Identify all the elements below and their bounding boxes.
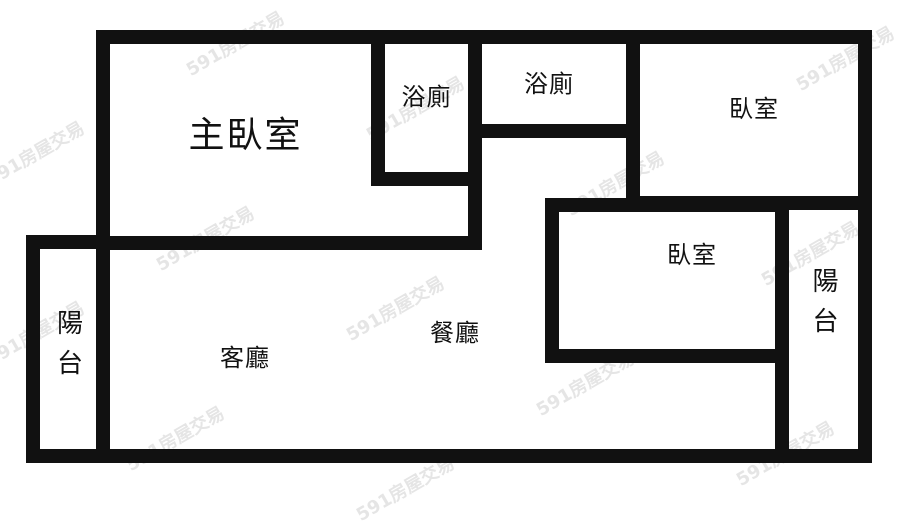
room-bathroom-2: 浴廁 [482,44,626,118]
watermark: 591房屋交易 [0,117,89,191]
room-label: 主臥室 [188,115,303,156]
room-label: 臥室 [729,94,779,123]
room-label: 浴廁 [401,82,452,111]
outer-wall-top [96,30,872,44]
bathroom-1-right-wall [468,30,482,250]
room-balcony-left: 陽台 [40,249,96,449]
room-label: 臥室 [667,240,717,269]
room-balcony-right: 陽台 [789,212,858,432]
room-master-bedroom: 主臥室 [110,44,371,220]
outer-wall-left-lower [26,235,40,463]
watermark: 591房屋交易 [122,402,229,476]
room-label: 客廳 [220,343,270,372]
room-label: 陽台 [52,309,83,389]
bedroom-1-left-wall [626,30,640,210]
bedroom-2-left-wall [545,198,559,363]
outer-wall-bottom [26,449,872,463]
room-label: 陽台 [808,267,838,347]
room-bedroom-1: 臥室 [640,44,858,168]
outer-wall-right [858,30,872,463]
bathroom-2-bottom-wall [482,124,640,138]
room-living: 客廳 [180,330,310,380]
bedroom-2-top-wall [545,198,789,212]
balcony-left-top-wall [26,235,110,249]
room-label: 餐廳 [430,318,480,347]
floor-plan: 591房屋交易 591房屋交易 591房屋交易 591房屋交易 591房屋交易 … [0,8,898,526]
bedroom-2-bottom-wall [545,349,789,363]
bathroom-1-left-wall [371,30,385,186]
room-bathroom-1: 浴廁 [385,44,468,144]
balcony-left-inner-wall [96,235,110,463]
room-label: 浴廁 [524,69,574,98]
room-dining: 餐廳 [390,305,520,355]
room-bedroom-2: 臥室 [559,212,775,382]
bathroom-1-bottom-wall [371,172,482,186]
outer-wall-left-upper [96,30,110,250]
balcony-right-inner-wall [775,198,789,463]
master-bedroom-bottom-wall [96,236,482,250]
